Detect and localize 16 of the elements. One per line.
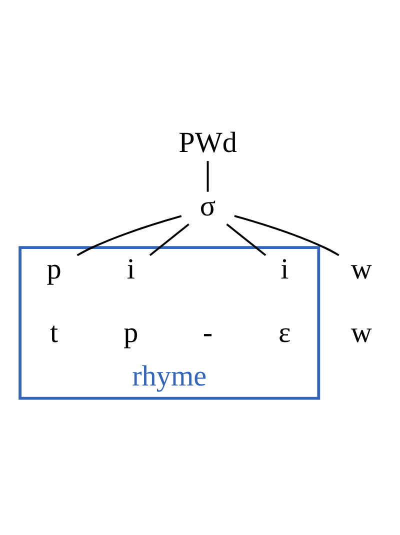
node-text: PWd <box>178 127 237 160</box>
label: ε <box>278 316 291 349</box>
node-text: σ <box>200 190 216 222</box>
connector <box>206 161 209 192</box>
node-text: w <box>350 254 372 286</box>
node-text: p <box>46 254 62 286</box>
node-text: i <box>280 254 289 286</box>
label: w <box>350 316 372 349</box>
connector <box>226 224 266 256</box>
connector <box>76 215 182 256</box>
connector <box>149 224 190 256</box>
label: t <box>50 316 58 349</box>
label: p <box>124 316 138 349</box>
connector <box>234 215 340 256</box>
label: - <box>202 316 213 349</box>
node-text: i <box>126 254 135 286</box>
